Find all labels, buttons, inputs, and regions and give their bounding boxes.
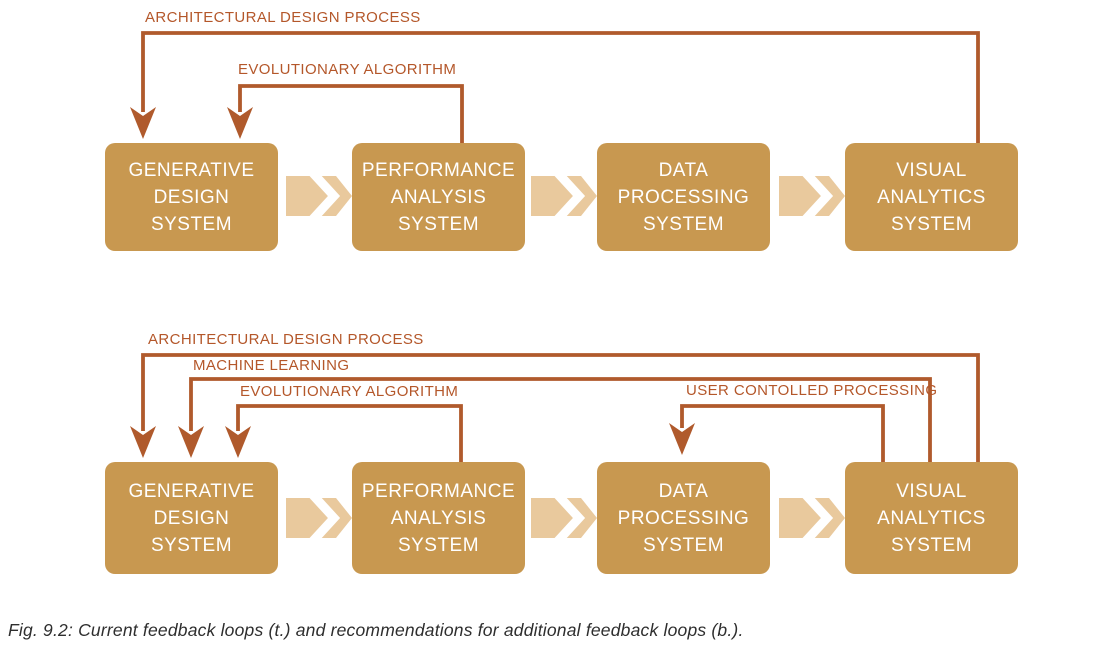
box-label-line: GENERATIVE bbox=[128, 480, 255, 502]
box-label-line: SYSTEM bbox=[150, 534, 233, 556]
box-label-line: DATA bbox=[658, 159, 709, 181]
box-label-line: PERFORMANCE bbox=[361, 159, 516, 181]
box-label-line: DESIGN bbox=[153, 507, 230, 529]
box-data-processing-system: DATA PROCESSING SYSTEM bbox=[597, 462, 770, 574]
box-label-line: GENERATIVE bbox=[128, 159, 255, 181]
figure-caption: Fig. 9.2: Current feedback loops (t.) an… bbox=[8, 620, 744, 640]
arrowhead-icon bbox=[669, 423, 695, 455]
loop-label-architectural-bottom: ARCHITECTURAL DESIGN PROCESS bbox=[148, 331, 424, 348]
box-label-line: PERFORMANCE bbox=[361, 480, 516, 502]
box-generative-design-system: GENERATIVE DESIGN SYSTEM bbox=[105, 462, 278, 574]
box-label-line: PROCESSING bbox=[617, 186, 750, 208]
box-label-line: ANALYTICS bbox=[877, 186, 986, 208]
loop-line-evolutionary-top bbox=[238, 84, 464, 144]
box-label-line: SYSTEM bbox=[642, 213, 725, 235]
loop-line-user-contolled bbox=[680, 404, 885, 464]
box-label-line: ANALYSIS bbox=[390, 186, 487, 208]
loop-label-architectural-top: ARCHITECTURAL DESIGN PROCESS bbox=[145, 9, 421, 26]
arrowhead-icon bbox=[130, 426, 156, 458]
box-visual-analytics-system: VISUAL ANALYTICS SYSTEM bbox=[845, 462, 1018, 574]
box-visual-analytics-system: VISUAL ANALYTICS SYSTEM bbox=[845, 143, 1018, 251]
box-label-line: SYSTEM bbox=[642, 534, 725, 556]
box-label-line: VISUAL bbox=[896, 159, 967, 181]
chevron-arrow-icon bbox=[531, 176, 597, 216]
chevron-arrow-icon bbox=[779, 176, 845, 216]
arrowhead-icon bbox=[225, 426, 251, 458]
chevron-arrow-icon bbox=[779, 498, 845, 538]
box-label-line: SYSTEM bbox=[397, 534, 480, 556]
loop-label-user-contolled: USER CONTOLLED PROCESSING bbox=[686, 382, 938, 399]
box-data-processing-system: DATA PROCESSING SYSTEM bbox=[597, 143, 770, 251]
box-label-line: ANALYSIS bbox=[390, 507, 487, 529]
box-label-line: PROCESSING bbox=[617, 507, 750, 529]
box-generative-design-system: GENERATIVE DESIGN SYSTEM bbox=[105, 143, 278, 251]
chevron-arrow-icon bbox=[286, 176, 352, 216]
box-label-line: SYSTEM bbox=[397, 213, 480, 235]
chevron-arrow-icon bbox=[531, 498, 597, 538]
box-label-line: DESIGN bbox=[153, 186, 230, 208]
box-label-line: DATA bbox=[658, 480, 709, 502]
loop-label-machine-learning: MACHINE LEARNING bbox=[193, 357, 350, 374]
box-label-line: SYSTEM bbox=[890, 213, 973, 235]
arrowhead-icon bbox=[178, 426, 204, 458]
box-performance-analysis-system: PERFORMANCE ANALYSIS SYSTEM bbox=[352, 143, 525, 251]
loop-line-architectural-top bbox=[141, 31, 980, 144]
box-label-line: SYSTEM bbox=[150, 213, 233, 235]
box-label-line: ANALYTICS bbox=[877, 507, 986, 529]
box-performance-analysis-system: PERFORMANCE ANALYSIS SYSTEM bbox=[352, 462, 525, 574]
loop-label-evolutionary-bottom: EVOLUTIONARY ALGORITHM bbox=[240, 383, 459, 400]
arrowhead-icon bbox=[130, 107, 156, 139]
box-label-line: VISUAL bbox=[896, 480, 967, 502]
chevron-arrow-icon bbox=[286, 498, 352, 538]
arrowhead-icon bbox=[227, 107, 253, 139]
loop-label-evolutionary-top: EVOLUTIONARY ALGORITHM bbox=[238, 61, 457, 78]
box-label-line: SYSTEM bbox=[890, 534, 973, 556]
loop-line-evolutionary-bottom bbox=[236, 404, 463, 464]
